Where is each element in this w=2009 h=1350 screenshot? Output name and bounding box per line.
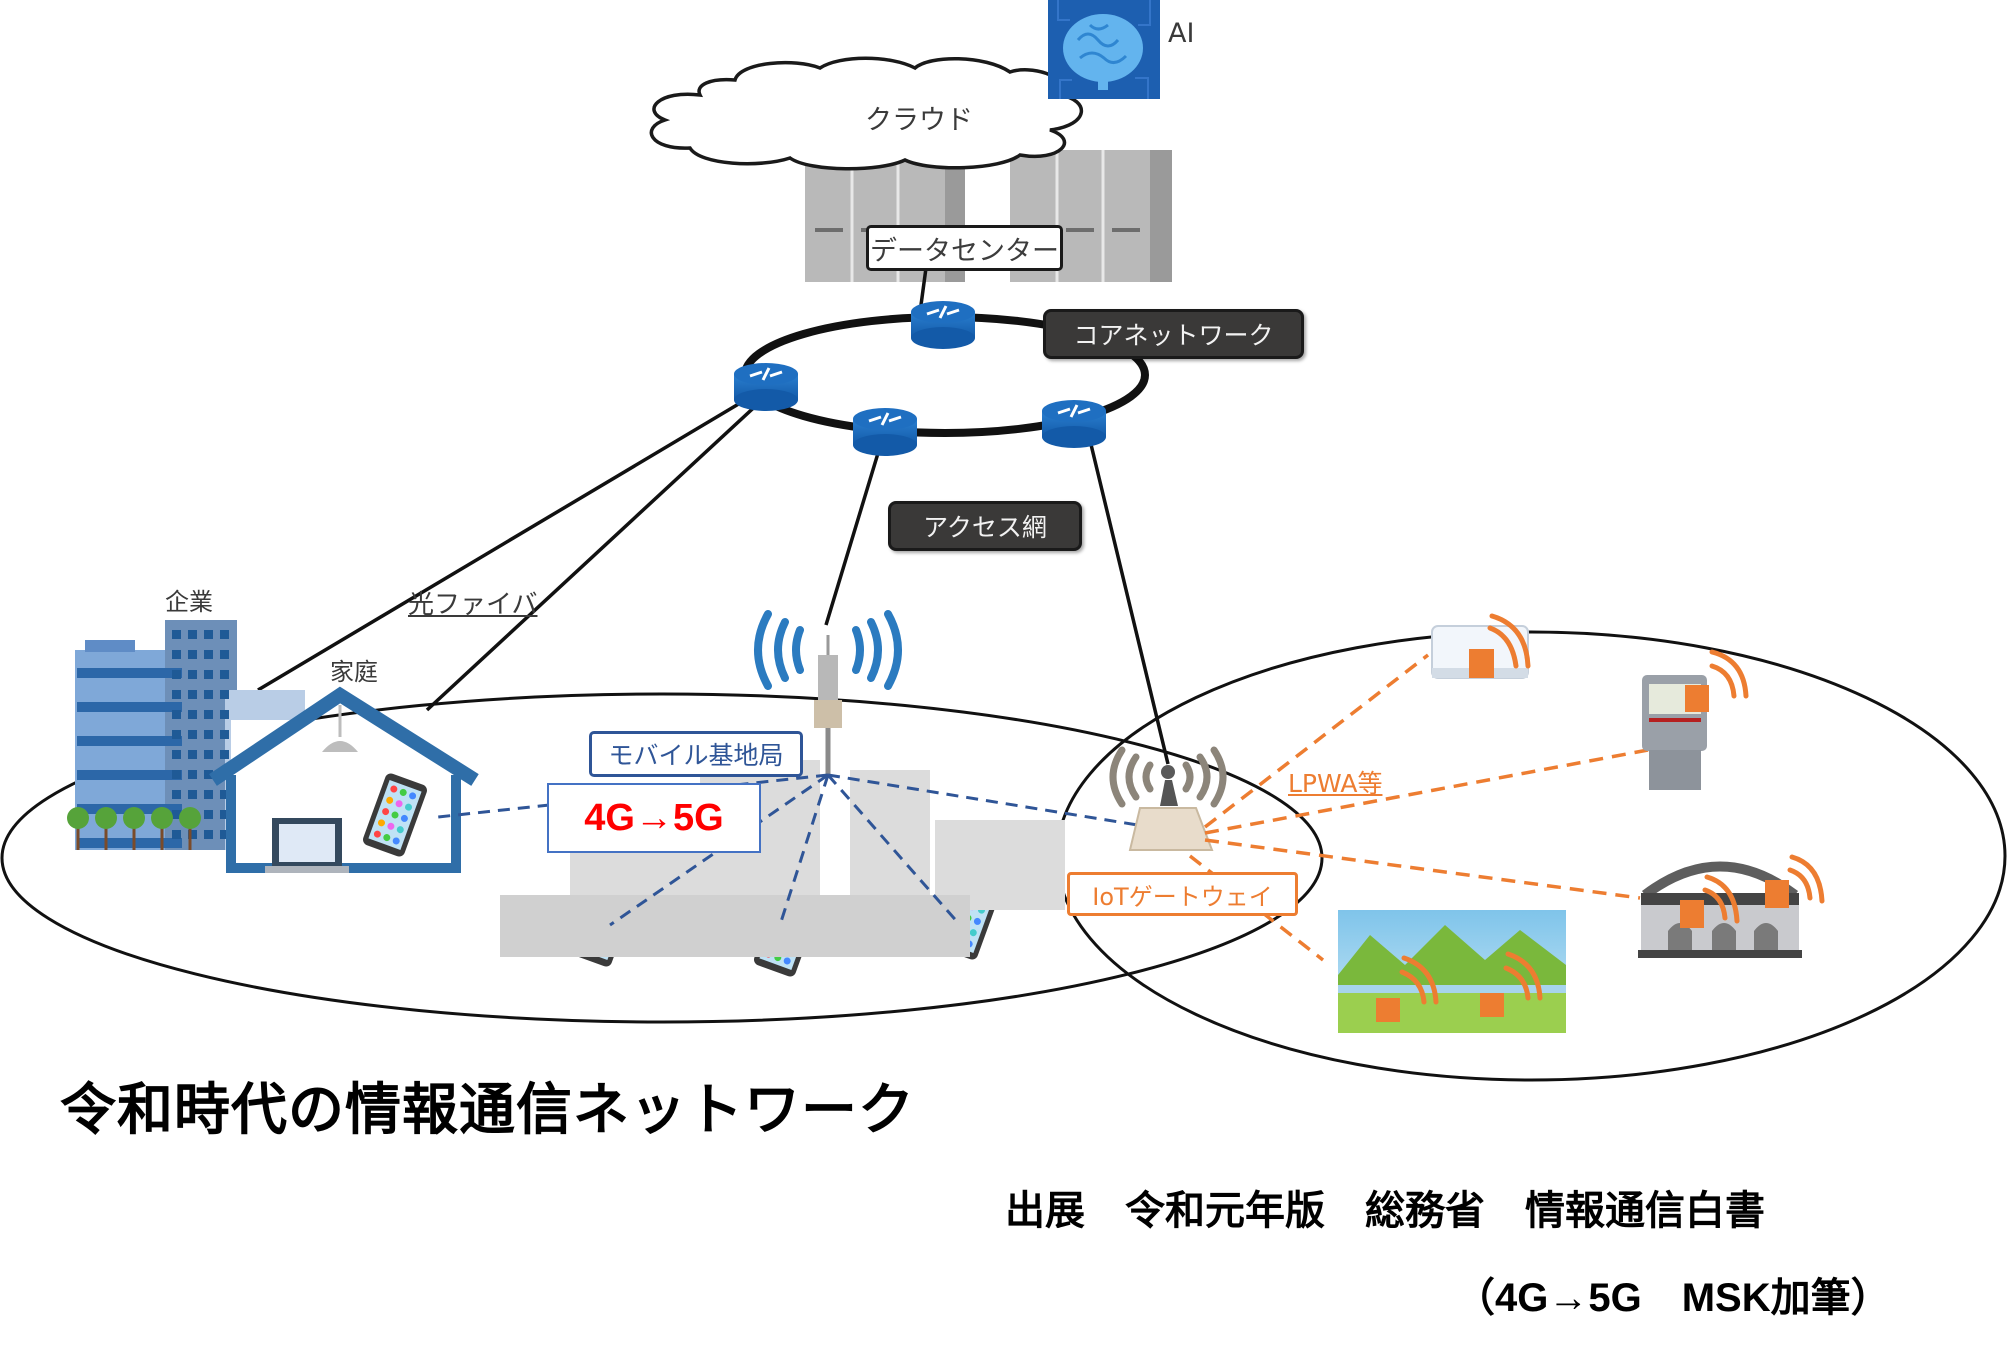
base-station-antenna-icon (814, 635, 842, 775)
mobile-radio-links (437, 773, 1151, 927)
datacenter-label: データセンター (866, 225, 1063, 271)
router-icon (734, 363, 798, 411)
cloud-label: クラウド (865, 105, 973, 136)
router-icon (853, 408, 917, 456)
radio-waves-icon (754, 610, 902, 690)
ai-brain-icon (1048, 0, 1160, 99)
bridge-icon (1638, 861, 1802, 958)
iot-gateway-icon (1109, 746, 1227, 851)
access-network-label: アクセス網 (888, 501, 1082, 551)
field-sensor-icon (1338, 910, 1566, 1033)
router-icon (1042, 400, 1106, 448)
laptop-icon (265, 818, 349, 873)
ai-label: AI (1168, 18, 1195, 49)
backbone-links (257, 267, 1170, 765)
home-house-icon (209, 686, 479, 873)
home-label: 家庭 (330, 658, 378, 686)
lpwa-label: LPWA等 (1288, 769, 1383, 798)
mobile-area-ellipse (0, 692, 1324, 1024)
iot-gateway-label: IoTゲートウェイ (1067, 872, 1298, 916)
fiber-label: 光ファイバ (408, 590, 538, 620)
enterprise-label: 企業 (165, 588, 213, 616)
core-network-label: コアネットワーク (1043, 309, 1304, 359)
source-citation: 出展 令和元年版 総務省 情報通信白書 (1005, 1188, 1765, 1234)
router-icon (911, 301, 975, 349)
source-annotation: （4G→5G MSK加筆） (1455, 1276, 1891, 1320)
generation-4g-5g-label: 4G→5G (547, 783, 761, 853)
smartphone-icon (363, 773, 427, 857)
page-title: 令和時代の情報通信ネットワーク (60, 1078, 915, 1143)
cloud-shape (649, 56, 1083, 171)
mobile-base-station-label: モバイル基地局 (589, 731, 803, 777)
smart-meter-icon (1642, 675, 1709, 790)
iot-signal-arcs (1399, 613, 1825, 1005)
